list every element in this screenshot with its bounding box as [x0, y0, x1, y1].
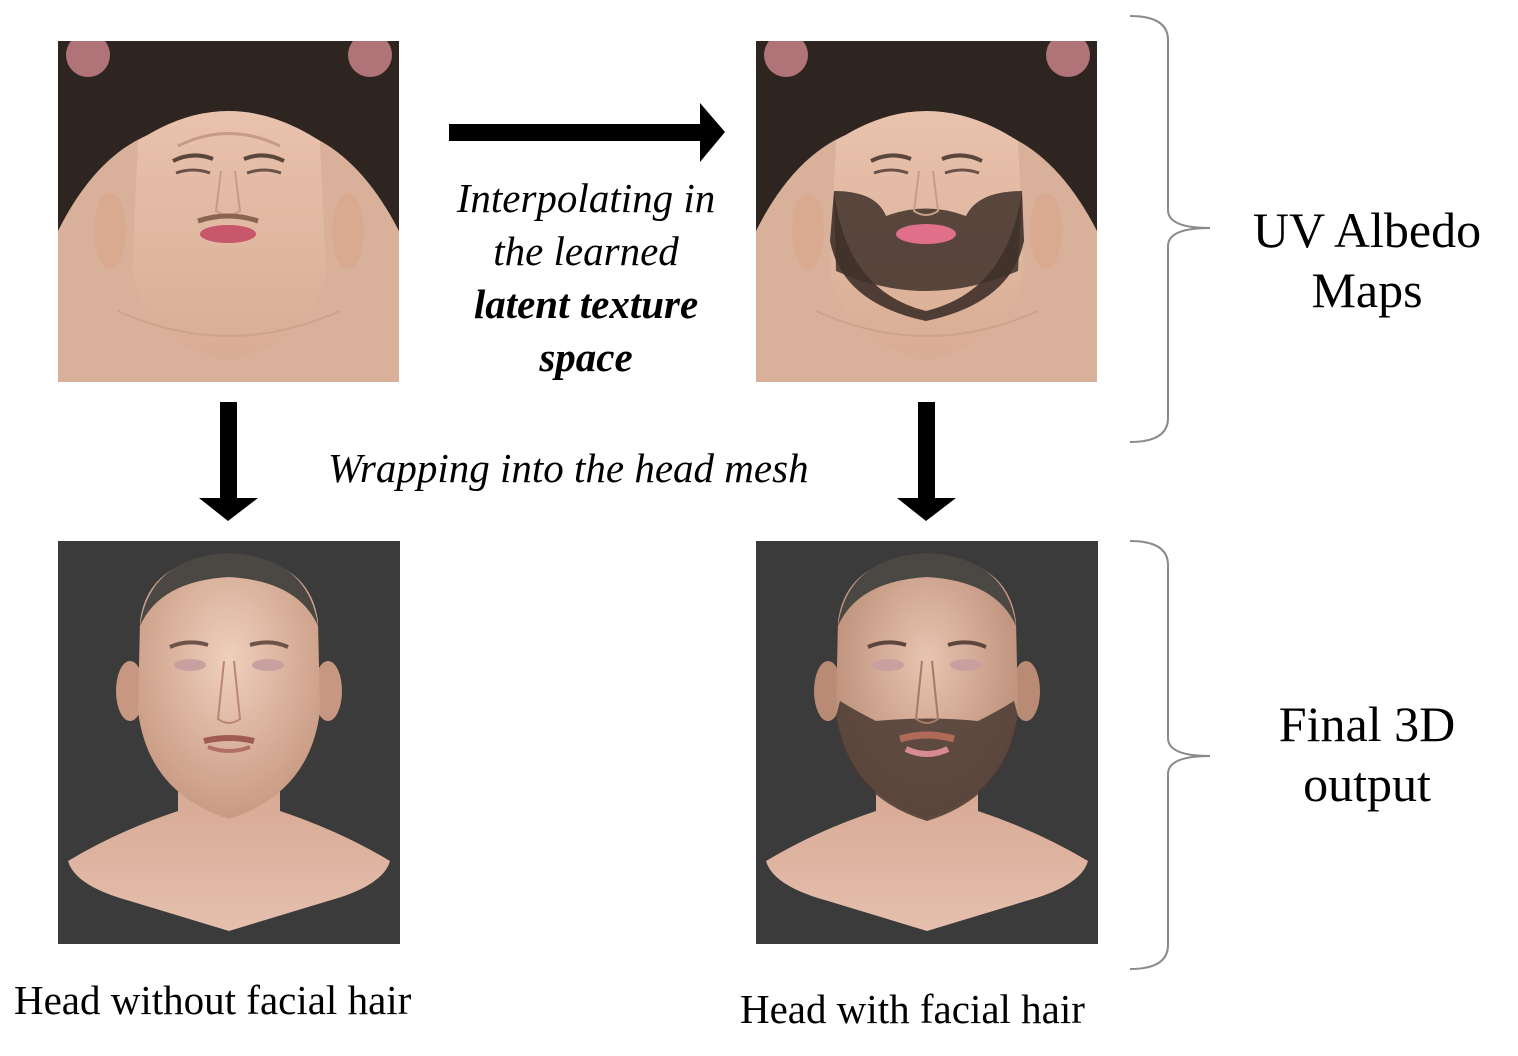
final-label-line-2: output	[1303, 756, 1431, 812]
uv-albedo-maps-label: UV Albedo Maps	[1232, 200, 1502, 320]
arrow-right-interpolation	[449, 103, 725, 162]
final-label-line-1: Final 3D	[1278, 696, 1456, 752]
uv-label-line-2: Maps	[1311, 262, 1423, 318]
wrapping-annotation: Wrapping into the head mesh	[328, 445, 809, 491]
uv-map-with-facial-hair	[756, 41, 1097, 382]
interpolation-line-4: space	[539, 334, 633, 380]
bracket-final-output	[1129, 540, 1211, 970]
uv-map-without-facial-hair	[58, 41, 399, 382]
caption-without-facial-hair: Head without facial hair	[14, 977, 412, 1023]
head-render-with-facial-hair	[756, 541, 1098, 944]
interpolation-line-1: Interpolating in	[456, 175, 716, 221]
interpolation-line-3: latent texture	[473, 281, 699, 327]
bracket-uv-maps	[1129, 15, 1211, 443]
final-3d-output-label: Final 3D output	[1232, 694, 1502, 814]
uv-label-line-1: UV Albedo	[1252, 202, 1482, 258]
head-render-without-facial-hair	[58, 541, 400, 944]
arrow-down-left	[199, 402, 258, 521]
arrow-down-right	[897, 402, 956, 521]
interpolation-line-2: the learned	[493, 228, 679, 274]
caption-with-facial-hair: Head with facial hair	[740, 986, 1085, 1032]
interpolation-annotation: Interpolating in the learned latent text…	[440, 172, 732, 384]
